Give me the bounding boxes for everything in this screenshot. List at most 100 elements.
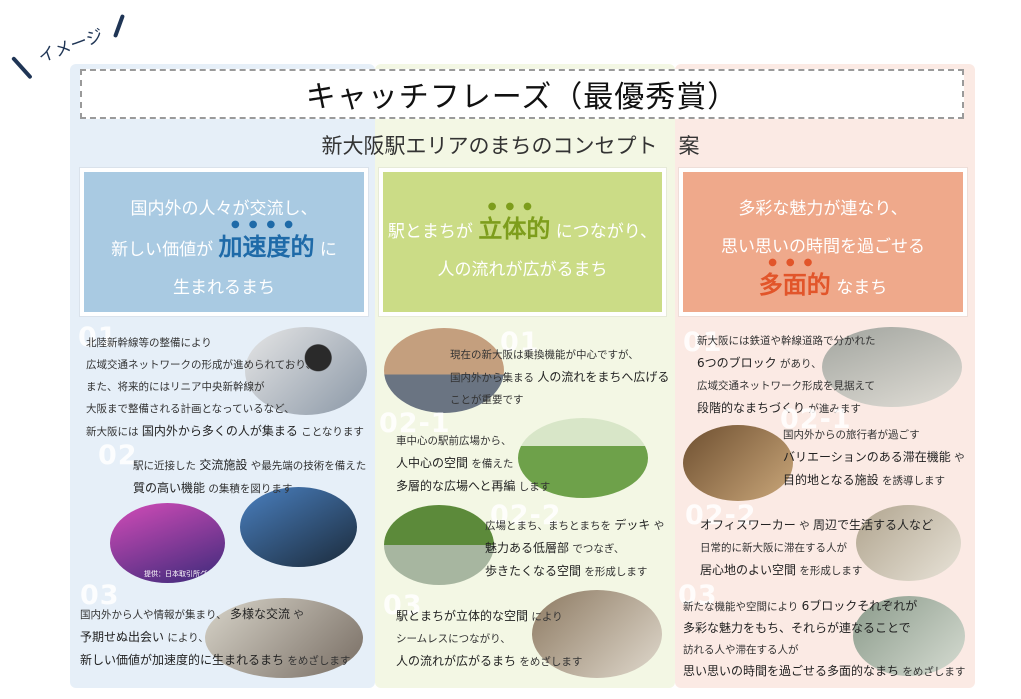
- highlight-text: 多彩な魅力をもち、: [683, 621, 792, 635]
- text-line: 質の高い機能 の集積を図ります: [133, 477, 366, 500]
- text-span: を誘導します: [882, 475, 945, 487]
- left-section-1-text: 北陸新幹線等の整備により 広域交通ネットワークの形成が進められており、 また、将…: [86, 332, 364, 443]
- center-head-line2: 人の流れが広がるまち: [437, 260, 608, 280]
- section-number: 02-1: [780, 404, 852, 435]
- center-head-line1: 駅とまちが ●●●立体的 につながり、: [383, 202, 662, 251]
- text-line: 多層的な広場へと再編 します: [396, 475, 550, 498]
- highlight-text: 魅力ある低層部: [485, 541, 570, 555]
- text-span: 国内外から集まる: [450, 372, 534, 384]
- text-line: 日常的に新大阪に滞在する人が: [700, 542, 847, 554]
- center-concept-box: 駅とまちが ●●●立体的 につながり、 人の流れが広がるまち: [378, 167, 667, 317]
- highlight-text: 人中心の空間: [396, 456, 469, 470]
- text-line: 広場とまち、まちとまちを デッキ や: [485, 514, 664, 537]
- text-span: をめざします: [519, 656, 583, 668]
- section-number: 02-1: [379, 408, 451, 439]
- text-span: により、: [167, 632, 209, 644]
- section-number: 01: [683, 327, 723, 358]
- section-number: 01: [78, 322, 118, 353]
- text-line: 国内外からの旅行者が過ごす: [783, 429, 920, 441]
- text-line: ことが重要です: [450, 394, 524, 406]
- text-line: 段階的なまちづくり が進みます: [697, 397, 876, 420]
- right-concept-box: 多彩な魅力が連なり、 思い思いの時間を過ごせる ●●● 多面的 なまち: [678, 167, 968, 317]
- text-span: や: [653, 520, 665, 532]
- section-number: 02: [98, 440, 138, 471]
- center-head-emph-text: 立体的: [478, 215, 551, 243]
- highlight-text: 居心地のよい空間: [700, 563, 797, 577]
- text-line: 駅とまちが立体的な空間 により: [396, 605, 582, 628]
- right-head-line3: ●●● 多面的 なまち: [683, 258, 963, 307]
- text-span: します: [518, 481, 551, 493]
- section-number: 02-2: [685, 500, 757, 531]
- left-section-2-text: 駅に近接した 交流施設 や最先端の技術を備えた 質の高い機能 の集積を図ります: [133, 454, 366, 500]
- right-section-2-1-text: 国内外からの旅行者が過ごす バリエーションのある滞在機能 や 目的地となる施設 …: [783, 424, 965, 492]
- highlight-text: 6つのブロック: [697, 356, 777, 370]
- left-head-emphasis: ●●●●加速度的: [219, 220, 315, 266]
- highlight-text: 質の高い機能: [133, 481, 206, 495]
- highlight-text: 国内外から多くの人が集まる: [141, 424, 298, 438]
- text-line: 居心地のよい空間 を形成します: [700, 559, 933, 582]
- highlight-text: 多層的な広場へと再編: [396, 479, 516, 493]
- text-line: 魅力ある低層部 でつなぎ、: [485, 537, 664, 560]
- emphasis-dots: ●●●: [768, 257, 822, 268]
- lounge-photo: [683, 425, 793, 501]
- left-head-line2a: 新しい価値が: [111, 240, 214, 260]
- section-number: 03: [80, 580, 120, 611]
- emphasis-dots: ●●●: [487, 201, 541, 212]
- train-photo: [245, 327, 367, 415]
- left-head-line3: 生まれるまち: [173, 278, 275, 298]
- right-head-line2: 思い思いの時間を過ごせる: [721, 237, 925, 257]
- text-line: 国内外から人や情報が集まり、 多様な交流 や: [80, 603, 350, 626]
- highlight-text: デッキ: [614, 518, 651, 532]
- highlight-text: 多様な交流: [229, 607, 290, 621]
- text-line: 多彩な魅力をもち、それらが連なることで: [683, 618, 965, 640]
- text-line: 予期せぬ出会い により、: [80, 626, 350, 649]
- text-span: や: [293, 609, 304, 621]
- text-line: 歩きたくなる空間 を形成します: [485, 560, 664, 583]
- highlight-text: 交流施設: [199, 458, 248, 472]
- right-section-2-2-text: オフィスワーカー や 周辺で生活する人など 日常的に新大阪に滞在する人が 居心地…: [700, 514, 933, 582]
- text-line: 北陸新幹線等の整備により: [86, 337, 212, 349]
- tag-stroke-left: [11, 56, 33, 80]
- aerial-city-photo: [822, 327, 962, 407]
- highlight-text: 段階的なまちづくり: [697, 401, 806, 415]
- text-line: 車中心の駅前広場から、: [396, 435, 512, 447]
- text-span: 国内外から人や情報が集まり、: [80, 609, 227, 621]
- text-line: 思い思いの時間を過ごせる多面的なまち をめざします: [683, 661, 965, 683]
- page-subtitle: 新大阪駅エリアのまちのコンセプト 案: [321, 134, 700, 158]
- right-head-line1: 多彩な魅力が連なり、: [738, 199, 908, 219]
- highlight-text: 人の流れをまちへ広げる: [537, 370, 670, 384]
- text-line: 6つのブロック があり、: [697, 352, 876, 375]
- text-line: 目的地となる施設 を誘導します: [783, 469, 965, 492]
- text-line: 新大阪には鉄道や幹線道路で分かれた: [697, 335, 876, 347]
- section-number: 02-2: [490, 500, 562, 531]
- text-line: 新大阪には 国内外から多くの人が集まる ことなります: [86, 420, 364, 443]
- text-span: や最先端の技術を備えた: [250, 460, 367, 472]
- center-head-emphasis: ●●● 立体的: [478, 202, 551, 248]
- text-line: シームレスにつながり、: [396, 633, 511, 645]
- center-section-1-text: 現在の新大阪は乗換機能が中心ですが、 国内外から集まる 人の流れをまちへ広げる …: [450, 344, 669, 411]
- text-span: や: [954, 452, 965, 464]
- emphasis-dots: ●●●●: [231, 219, 302, 230]
- meeting-photo: [205, 598, 363, 678]
- text-line: 広域交通ネットワークの形成が進められており、: [86, 359, 316, 371]
- center-head-line1b: につながり、: [555, 222, 658, 242]
- center-section-3-text: 駅とまちが立体的な空間 により シームレスにつながり、 人の流れが広がるまち を…: [396, 605, 582, 673]
- text-span: の集積を図ります: [208, 483, 293, 495]
- highlight-text: 人の流れが広がるまち: [396, 654, 517, 668]
- text-span: が進みます: [808, 403, 861, 415]
- office-workspace-photo: [856, 505, 961, 581]
- deck-walkway-photo: [532, 590, 662, 678]
- text-line: 人中心の空間 を備えた: [396, 452, 550, 475]
- text-line: 駅に近接した 交流施設 や最先端の技術を備えた: [133, 454, 366, 477]
- right-section-3-text: 新たな機能や空間により 6ブロックそれぞれが 多彩な魅力をもち、それらが連なるこ…: [683, 596, 965, 683]
- highlight-text: 目的地となる施設: [783, 473, 879, 487]
- text-span: 駅に近接した: [133, 460, 196, 472]
- text-span: をめざします: [287, 655, 351, 667]
- right-head-line3b: なまち: [836, 278, 888, 298]
- right-head-emph-text: 多面的: [758, 271, 831, 299]
- text-line: 新たな機能や空間により 6ブロックそれぞれが: [683, 596, 965, 618]
- highlight-text: 思い思いの時間を過ごせる多面的なまち: [683, 664, 900, 678]
- highlight-text: 駅とまちが立体的な空間: [396, 609, 529, 623]
- event-hall-photo: 提供：日本取引所グループ: [110, 503, 225, 583]
- text-line: バリエーションのある滞在機能 や: [783, 446, 965, 469]
